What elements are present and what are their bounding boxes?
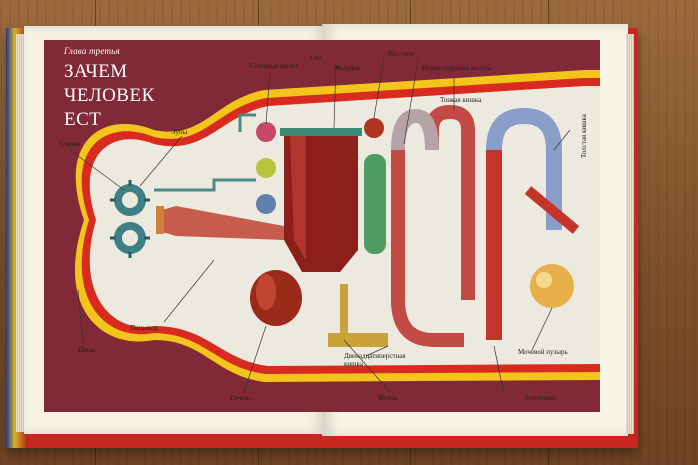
label-appendix: Аппендикс (524, 394, 557, 402)
title-line-2: ЧЕЛОВЕК (64, 84, 155, 108)
label-thin-intestine: Тонкая кишка (440, 96, 481, 104)
label-stomach-top: Сто (310, 54, 321, 62)
label-saliva: Слюна (60, 140, 80, 148)
chapter-title: ЗАЧЕМ ЧЕЛОВЕК ЕСТ (64, 60, 155, 132)
label-thick-intestine: Толстая кишка (580, 114, 588, 158)
title-line-1: ЗАЧЕМ (64, 60, 155, 84)
chapter-heading: Глава третья (64, 46, 120, 56)
label-bladder: Мочевой пузырь (518, 348, 568, 356)
label-teeth: Зубы (172, 128, 187, 136)
label-liver: Печень (230, 394, 252, 402)
gallbladder-tube (364, 154, 386, 254)
label-salivary-glands: Слюнные желез (250, 62, 298, 70)
label-insulin: Инсулин (388, 50, 414, 58)
illustration-spread: Глава третья ЗАЧЕМ ЧЕЛОВЕК ЕСТ Слюна Зуб… (44, 40, 600, 412)
label-duodenum: Двенадцатиперстная кишка (344, 352, 414, 368)
label-bile: Желчь (378, 394, 397, 402)
page-edges-right (626, 34, 634, 434)
label-stomach: Желудок (334, 64, 360, 72)
label-food: Пища (78, 346, 95, 354)
label-esophagus: Пищевод (130, 324, 157, 332)
bladder-sphere (530, 264, 574, 308)
label-pancreas: Поджелудочная железа (422, 64, 491, 72)
title-line-3: ЕСТ (64, 108, 155, 132)
